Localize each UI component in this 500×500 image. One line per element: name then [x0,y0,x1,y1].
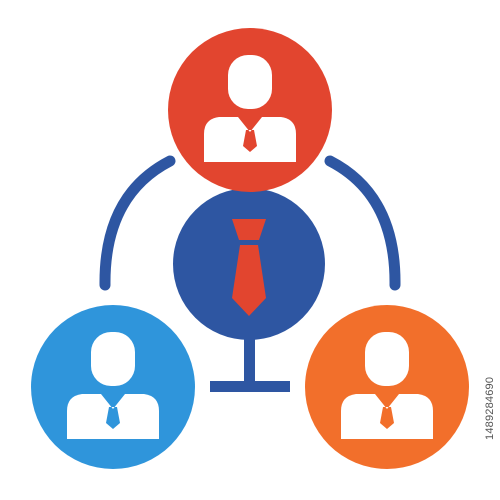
center-stand-pole [244,310,255,385]
person-icon [204,55,296,162]
top-person-circle [168,28,332,192]
left-person-node [31,305,195,469]
top-person-node [168,28,332,192]
person-head [365,332,409,386]
right-person-node [305,305,469,469]
center-leader-node [173,188,325,340]
person-icon [67,332,159,439]
person-icon [341,332,433,439]
tie-blade [232,245,266,316]
tie-icon [232,219,266,316]
left-person-circle [31,305,195,469]
right-person-circle [305,305,469,469]
right-connector-arc [324,155,401,291]
person-head [228,55,272,109]
left-connector-arc [99,155,176,291]
person-collar [238,117,262,152]
center-stand-base [210,381,290,392]
tie-knot [232,219,266,240]
person-head [91,332,135,386]
person-collar [375,394,399,429]
stock-id-watermark: 1489284690 [484,376,496,440]
person-collar [101,394,125,429]
